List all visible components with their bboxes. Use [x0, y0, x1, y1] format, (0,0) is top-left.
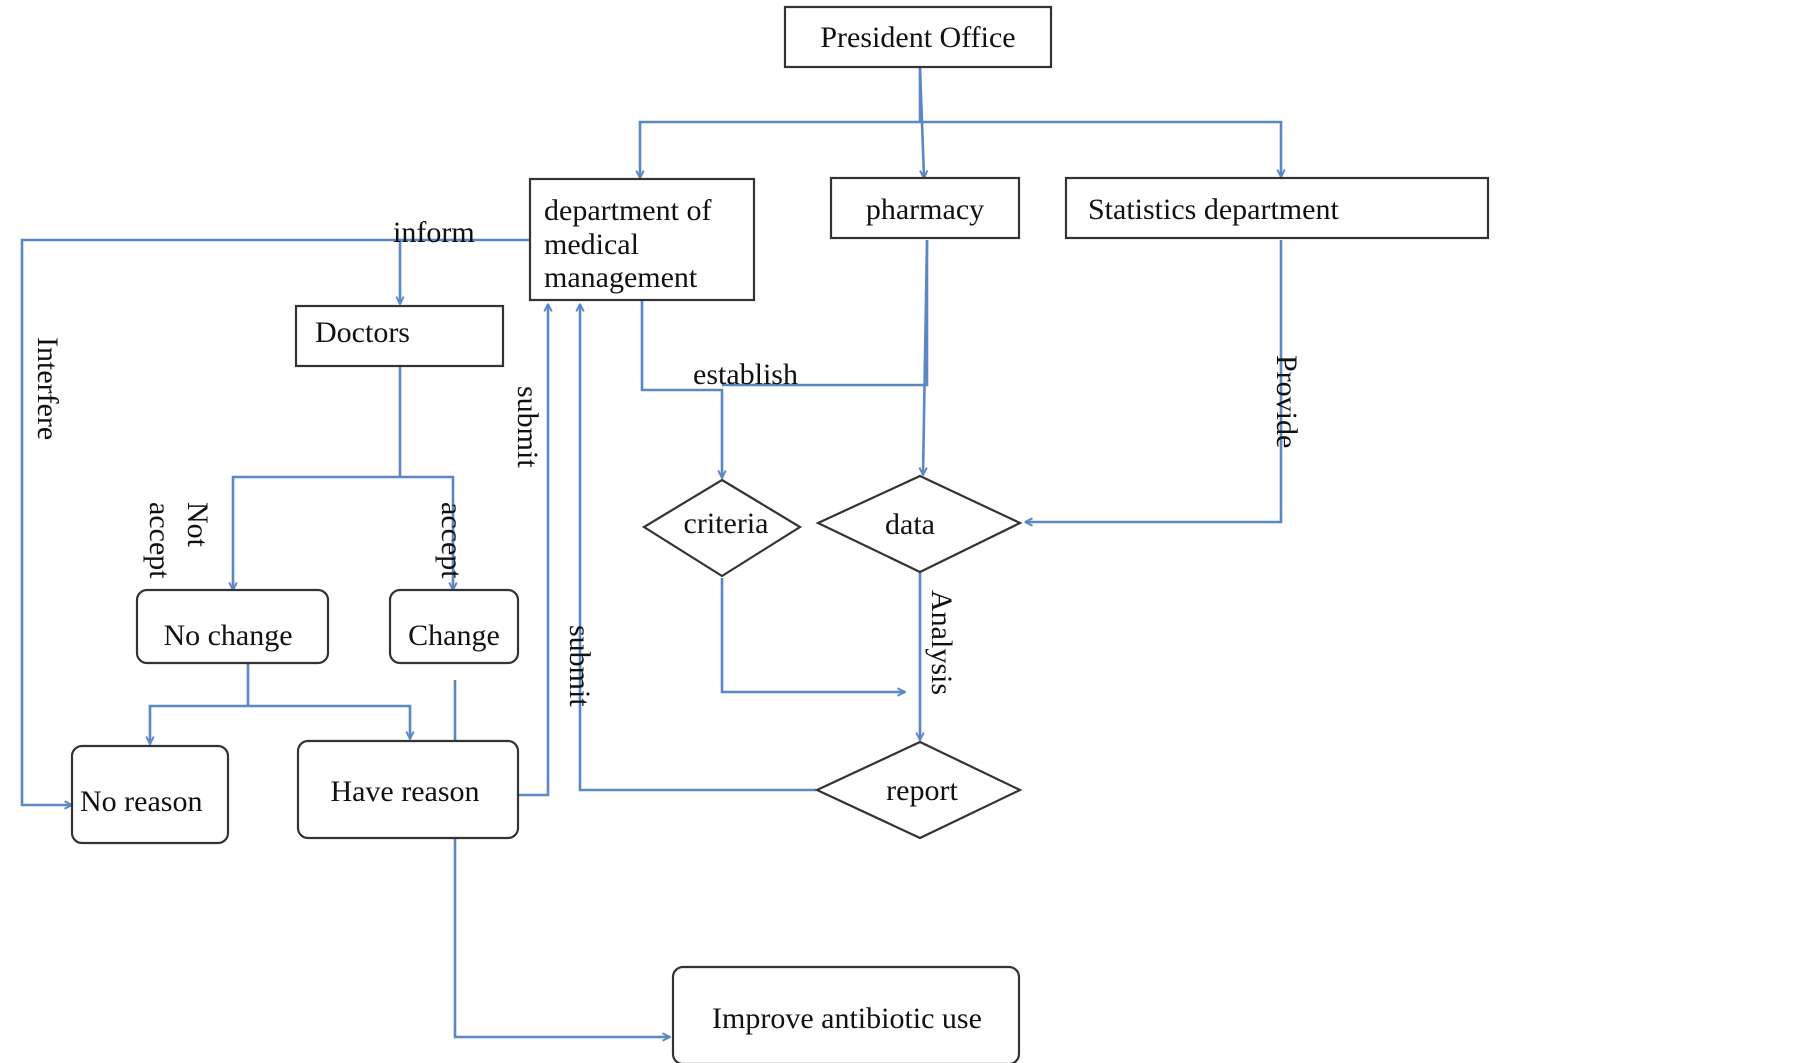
edge-provide-data — [1025, 240, 1283, 522]
edge-inform-doctors — [400, 238, 532, 304]
node-doctors: Doctors — [294, 304, 505, 368]
edge-interfere-no-reason — [20, 238, 400, 805]
label-submit-report: submit — [563, 625, 596, 707]
node-label-line-1: department of — [544, 194, 711, 227]
label-accept: accept — [435, 502, 468, 579]
node-label: criteria — [684, 507, 769, 540]
label-analysis: Analysis — [925, 590, 958, 695]
edge-labels: inform establish Interfere Provide submi… — [31, 216, 1303, 707]
edge-report-submit — [580, 304, 816, 792]
node-label: pharmacy — [866, 193, 984, 226]
node-label: Improve antibiotic use — [712, 1002, 982, 1035]
label-provide: Provide — [1270, 355, 1303, 448]
node-label: No reason — [80, 785, 202, 818]
edge-have-reason-submit — [518, 304, 548, 797]
label-interfere: Interfere — [31, 337, 64, 440]
node-president-office: President Office — [783, 5, 1053, 69]
edge-doctors-to-no-change — [233, 475, 400, 590]
node-label: Doctors — [315, 316, 410, 349]
edge-establish-criteria — [640, 300, 722, 478]
edge-no-change-to-have-reason — [248, 704, 410, 739]
node-label-line-3: management — [544, 261, 698, 294]
label-establish: establish — [693, 358, 798, 391]
node-statistics-department: Statistics department — [1064, 176, 1490, 240]
node-label: President Office — [820, 21, 1015, 54]
node-report: report — [814, 740, 1023, 840]
node-medical-management: department of medical management — [528, 177, 756, 302]
node-pharmacy: pharmacy — [829, 176, 1021, 240]
node-have-reason: Have reason — [296, 739, 520, 840]
node-no-reason: No reason — [70, 744, 230, 845]
node-label-line-2: medical — [544, 228, 639, 261]
node-criteria: criteria — [641, 478, 803, 578]
node-change: Change — [388, 588, 520, 665]
node-data: data — [815, 474, 1023, 574]
edge-president-to-medical-management — [640, 120, 920, 178]
node-label: Statistics department — [1088, 193, 1339, 226]
node-label: Change — [408, 619, 500, 652]
label-inform: inform — [393, 216, 475, 249]
edge-change-to-improve — [453, 680, 670, 1037]
edge-president-to-statistics — [920, 120, 1281, 177]
label-accept-not: accept — [143, 502, 176, 579]
node-label: Have reason — [330, 775, 479, 808]
node-no-change: No change — [135, 588, 330, 665]
node-label: No change — [163, 619, 292, 652]
edge-no-change-to-no-reason — [150, 704, 248, 744]
edge-doctors-to-change — [400, 475, 453, 590]
node-label: report — [886, 774, 958, 807]
label-submit-have-reason: submit — [511, 386, 544, 468]
label-not: Not — [181, 502, 214, 548]
node-label: data — [885, 508, 935, 541]
edge-criteria-to-report — [720, 578, 905, 692]
edge-pharmacy-to-data — [923, 239, 929, 475]
node-improve-antibiotic-use: Improve antibiotic use — [671, 965, 1021, 1063]
